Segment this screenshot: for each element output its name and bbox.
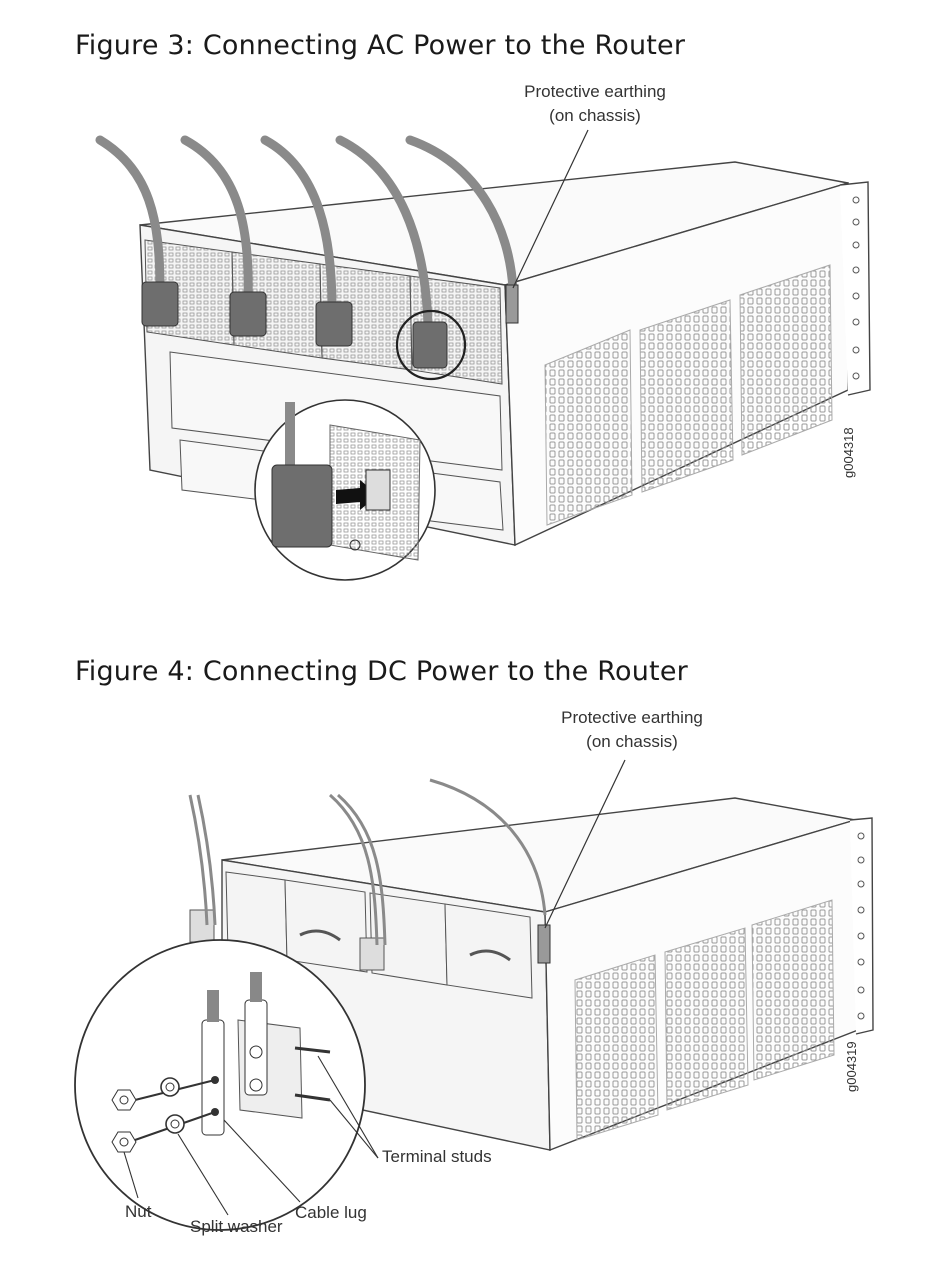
- side-vents: [544, 264, 833, 526]
- ac-zoom-detail: [254, 399, 436, 581]
- side-vents: [574, 899, 835, 1141]
- plug-highlight-circle: [395, 309, 467, 381]
- earthing-label-line2: (on chassis): [549, 106, 641, 125]
- earthing-terminal: [505, 284, 519, 324]
- nut-label: Nut: [125, 1202, 152, 1221]
- dc-power-cables: [188, 778, 547, 946]
- ac-plugs: [141, 281, 448, 369]
- terminal-studs-label: Terminal studs: [382, 1147, 492, 1166]
- dc-zoom-detail: [74, 939, 366, 1231]
- graphic-id: g004318: [841, 427, 856, 478]
- split-washer-label: Split washer: [190, 1217, 283, 1236]
- callout-leaders: [123, 1055, 379, 1216]
- earthing-label-line1: Protective earthing: [561, 708, 703, 727]
- graphic-id: g004319: [844, 1041, 859, 1092]
- earthing-leader-line: [512, 129, 589, 289]
- figure-3-diagram: Protective earthing (on chassis) g004318: [95, 82, 871, 581]
- ac-power-cables: [95, 135, 518, 330]
- earthing-terminal: [537, 924, 551, 964]
- figure-3-title: Figure 3: Connecting AC Power to the Rou…: [75, 30, 686, 61]
- earthing-label-line2: (on chassis): [586, 732, 678, 751]
- figure-4-title: Figure 4: Connecting DC Power to the Rou…: [75, 656, 688, 687]
- earthing-label-line1: Protective earthing: [524, 82, 666, 101]
- rack-ear-holes: [852, 196, 860, 380]
- earthing-leader-line: [544, 759, 626, 929]
- cable-lug-label: Cable lug: [295, 1203, 367, 1222]
- rack-ear-holes: [857, 832, 865, 1020]
